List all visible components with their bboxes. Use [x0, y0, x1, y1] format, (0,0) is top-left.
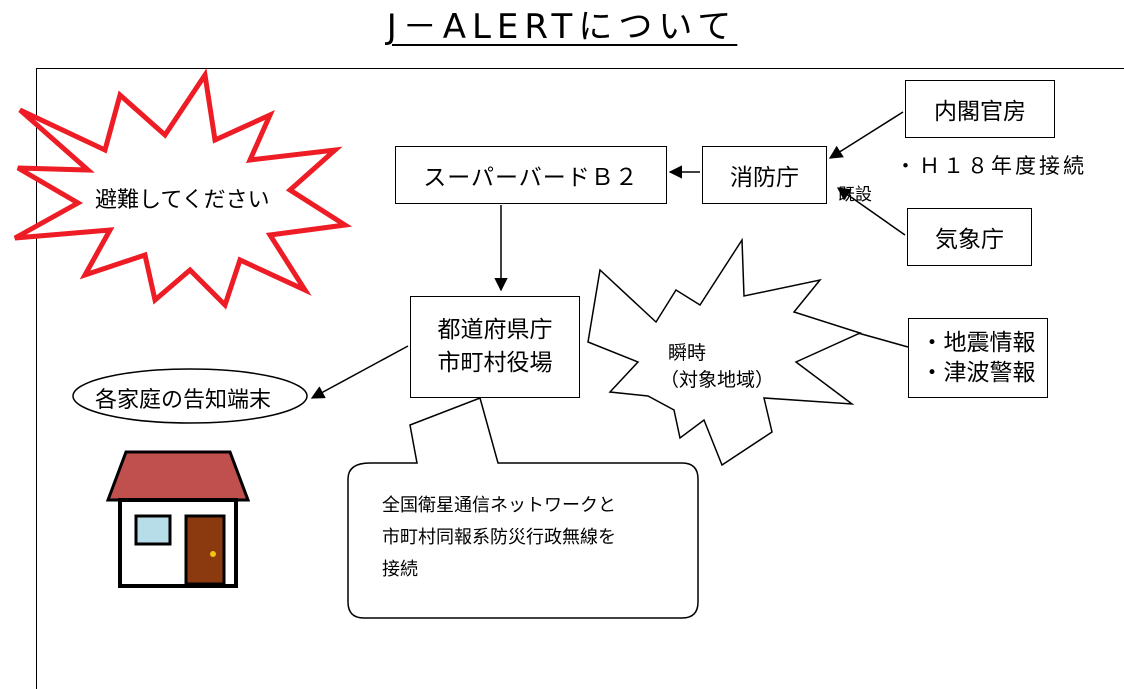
fdma-box: 消防庁 — [702, 146, 827, 204]
cabinet-box: 内閣官房 — [905, 80, 1055, 138]
callout-bubble — [347, 397, 699, 619]
alert-burst-label: 避難してください — [95, 188, 270, 213]
instant-starburst — [587, 237, 863, 467]
household-label: 各家庭の告知端末 — [95, 388, 272, 413]
info-box: ・地震情報 ・津波警報 — [908, 318, 1048, 398]
info-tsunami: ・津波警報 — [920, 360, 1036, 386]
page-title: J－ALERTについて — [386, 7, 738, 47]
callout-line-3: 接続 — [382, 559, 418, 580]
alert-starburst — [13, 68, 353, 310]
instant-label-1: 瞬時 — [668, 342, 707, 364]
household-ellipse — [72, 368, 308, 424]
cabinet-label: 内閣官房 — [934, 99, 1026, 125]
arrow-jma-to-fdma — [836, 187, 906, 236]
line-info-to-instant — [857, 332, 909, 348]
prefecture-label-2: 市町村役場 — [437, 350, 553, 376]
jma-box: 気象庁 — [907, 208, 1032, 266]
callout-text: 全国衛星通信ネットワークと 市町村同報系防災行政無線を 接続 — [382, 490, 616, 586]
superbird-label: スーパーバードＢ２ — [423, 165, 639, 191]
diagram-frame — [36, 68, 1124, 689]
fdma-label: 消防庁 — [730, 165, 799, 191]
note-existing: 既設 — [838, 185, 872, 205]
prefecture-box: 都道府県庁 市町村役場 — [410, 296, 580, 398]
info-earthquake: ・地震情報 — [920, 330, 1036, 356]
jma-label: 気象庁 — [935, 227, 1004, 253]
prefecture-label-1: 都道府県庁 — [437, 317, 553, 343]
callout-line-2: 市町村同報系防災行政無線を — [382, 527, 616, 548]
instant-label-2: （対象地域） — [660, 369, 775, 391]
house-icon — [105, 450, 251, 588]
arrow-prefecture-to-household — [310, 345, 409, 399]
diagram-canvas — [13, 68, 909, 619]
superbird-box: スーパーバードＢ２ — [395, 146, 667, 204]
callout-line-1: 全国衛星通信ネットワークと — [382, 495, 616, 516]
note-h18: ・Ｈ１８年度接続 — [895, 154, 1087, 178]
arrow-cabinet-to-fdma — [828, 111, 904, 159]
